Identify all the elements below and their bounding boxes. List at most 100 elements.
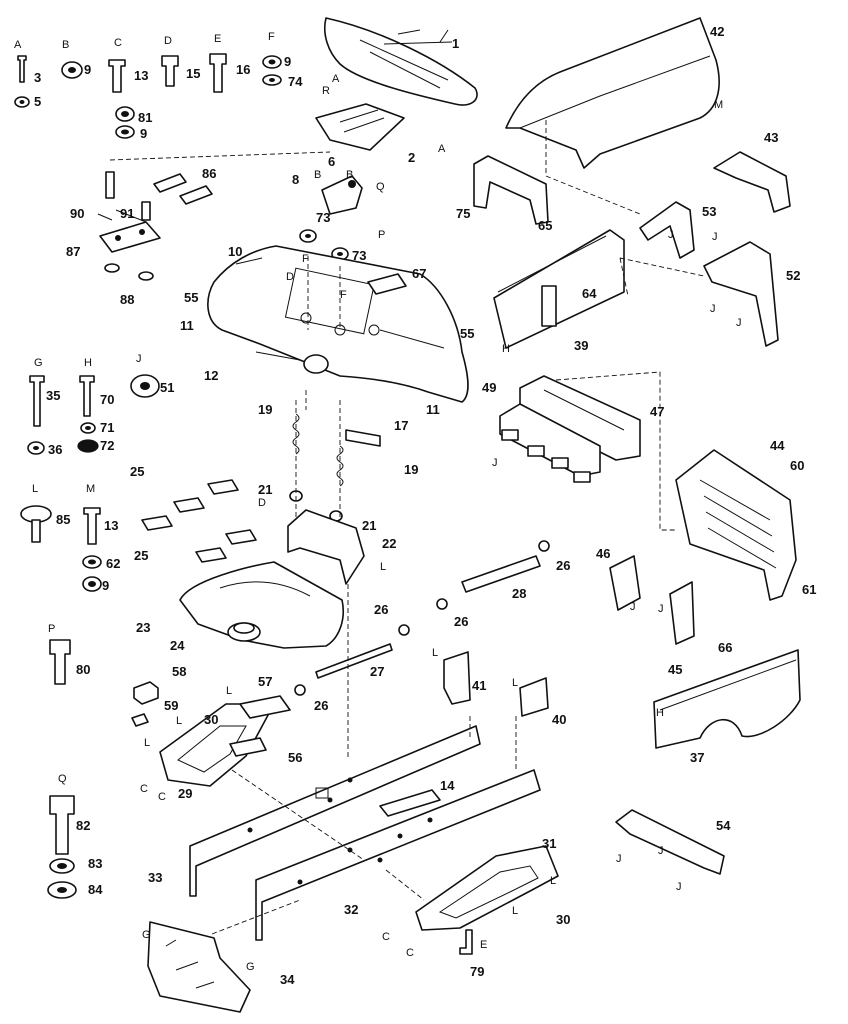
svg-text:30: 30: [204, 712, 218, 727]
svg-text:H: H: [656, 707, 664, 719]
svg-text:43: 43: [764, 130, 778, 145]
svg-text:84: 84: [88, 882, 103, 897]
svg-text:73: 73: [352, 248, 366, 263]
hardware-j: [130, 374, 160, 398]
fuel-cap-24: [227, 622, 261, 642]
svg-text:60: 60: [790, 458, 804, 473]
svg-text:29: 29: [178, 786, 192, 801]
svg-text:19: 19: [404, 462, 418, 477]
svg-text:49: 49: [482, 380, 496, 395]
bracket-64: [541, 285, 557, 327]
svg-text:D: D: [286, 271, 294, 283]
svg-text:5: 5: [34, 94, 41, 109]
hardware-h: [77, 375, 99, 453]
reference-letter-labels: A A R Q P B B D D F F M J J J J J J J J …: [140, 73, 742, 973]
bumper-66-37: [653, 649, 801, 749]
svg-text:16: 16: [236, 62, 250, 77]
svg-text:G: G: [142, 929, 151, 941]
svg-text:39: 39: [574, 338, 588, 353]
hardware-q: [47, 795, 77, 899]
hitch-plate-34: [147, 921, 251, 1013]
svg-text:24: 24: [170, 638, 185, 653]
fender-deck-55: [207, 245, 469, 403]
svg-text:D: D: [258, 497, 266, 509]
svg-text:26: 26: [556, 558, 570, 573]
svg-text:56: 56: [288, 750, 302, 765]
svg-text:75: 75: [456, 206, 470, 221]
clip-59: [131, 713, 149, 727]
bracket-49: [499, 403, 601, 483]
svg-text:86: 86: [202, 166, 216, 181]
svg-text:9: 9: [140, 126, 147, 141]
spacers-90-91: [105, 171, 151, 221]
svg-text:J: J: [630, 601, 636, 613]
svg-text:J: J: [668, 229, 674, 241]
svg-text:45: 45: [668, 662, 682, 677]
bracket-43: [713, 151, 791, 213]
svg-text:28: 28: [512, 586, 526, 601]
fuel-line-27: [315, 643, 393, 679]
label-g: G: [34, 357, 43, 369]
svg-text:G: G: [246, 961, 255, 973]
svg-text:83: 83: [88, 856, 102, 871]
foot-pads-25: [141, 479, 257, 563]
svg-text:C: C: [382, 931, 390, 943]
svg-text:6: 6: [328, 154, 335, 169]
svg-text:C: C: [406, 947, 414, 959]
svg-text:71: 71: [100, 420, 114, 435]
brace-41: [443, 651, 471, 705]
svg-text:81: 81: [138, 110, 152, 125]
bracket-54: [615, 809, 725, 875]
svg-text:23: 23: [136, 620, 150, 635]
label-m: M: [86, 483, 95, 495]
svg-text:55: 55: [184, 290, 198, 305]
svg-text:17: 17: [394, 418, 408, 433]
svg-text:80: 80: [76, 662, 90, 677]
svg-text:91: 91: [120, 206, 134, 221]
foot-rest-30-right: [415, 845, 559, 931]
svg-text:2: 2: [408, 150, 415, 165]
spacer-58: [133, 681, 159, 705]
springs-19: [292, 413, 344, 487]
seat-pan-2: [315, 103, 405, 151]
bracket-52: [703, 241, 779, 347]
seat-mount-22: [287, 509, 365, 585]
bracket-87: [99, 221, 161, 253]
washers-88: [104, 263, 154, 281]
svg-text:E: E: [480, 939, 487, 951]
svg-text:9: 9: [102, 578, 109, 593]
hardware-l: [20, 505, 52, 543]
hardware-d: [161, 55, 179, 87]
label-e: E: [214, 33, 221, 45]
svg-text:79: 79: [470, 964, 484, 979]
svg-text:10: 10: [228, 244, 242, 259]
svg-text:41: 41: [472, 678, 486, 693]
pad-56: [229, 737, 267, 757]
svg-text:64: 64: [582, 286, 597, 301]
grille-44-60: [675, 449, 797, 601]
svg-text:L: L: [176, 715, 182, 727]
svg-text:34: 34: [280, 972, 295, 987]
svg-text:3: 3: [34, 70, 41, 85]
hardware-f: [262, 55, 282, 86]
bracket-45: [669, 581, 695, 645]
part-number-labels: 1 2 3 5 6 8 9 9 9 9 10 11 11 12 13 13 14…: [34, 24, 816, 987]
svg-text:27: 27: [370, 664, 384, 679]
svg-text:13: 13: [134, 68, 148, 83]
svg-text:51: 51: [160, 380, 174, 395]
svg-text:J: J: [676, 881, 682, 893]
hardware-letter-labels: A B C D E F G H J L M P Q: [14, 31, 275, 785]
svg-text:L: L: [512, 677, 518, 689]
hood-42: [505, 17, 720, 169]
svg-text:14: 14: [440, 778, 455, 793]
svg-text:B: B: [346, 169, 353, 181]
svg-text:42: 42: [710, 24, 724, 39]
svg-text:70: 70: [100, 392, 114, 407]
svg-text:J: J: [658, 845, 664, 857]
svg-text:26: 26: [314, 698, 328, 713]
hardware-p: [49, 639, 71, 685]
svg-text:J: J: [616, 853, 622, 865]
svg-text:74: 74: [288, 74, 303, 89]
svg-text:21: 21: [362, 518, 376, 533]
svg-text:L: L: [380, 561, 386, 573]
